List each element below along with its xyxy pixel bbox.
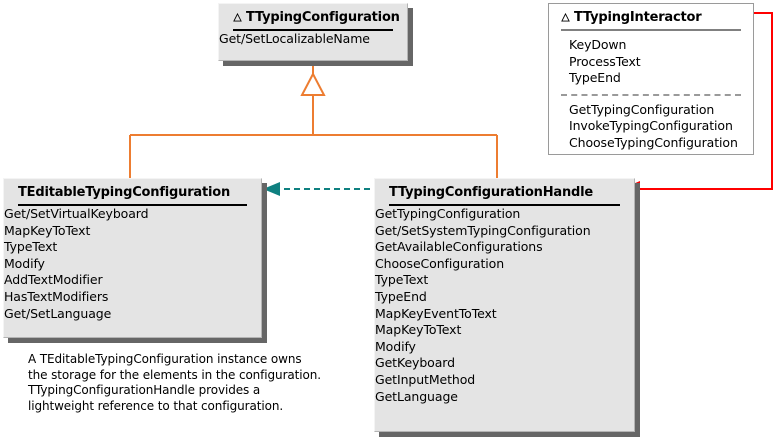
note-line: the storage for the elements in the conf… — [28, 367, 321, 382]
member-item[interactable]: Get/SetVirtualKeyboard — [4, 206, 149, 221]
member-item[interactable]: GetTypingConfiguration — [569, 101, 715, 117]
member-item[interactable]: MapKeyToText — [375, 322, 462, 338]
class-name-label: TTypingInteractor — [574, 10, 702, 25]
member-group-config: GetTypingConfiguration InvokeTypingConfi… — [549, 102, 753, 152]
member-group-operations: KeyDown ProcessText TypeEnd — [549, 31, 753, 87]
class-box-body: TTypingConfigurationHandle GetTypingConf… — [374, 178, 635, 432]
member-item[interactable]: GetLanguage — [375, 388, 458, 404]
member-item[interactable]: GetTypingConfiguration — [375, 206, 521, 221]
note-line: A TEditableTypingConfiguration instance … — [28, 352, 302, 366]
member-item[interactable]: MapKeyToText — [4, 222, 91, 238]
header-divider — [389, 204, 620, 206]
class-name-header: TTypingConfigurationHandle — [375, 179, 634, 204]
member-item[interactable]: MapKeyEventToText — [375, 305, 497, 321]
delta-triangle-icon — [561, 13, 570, 22]
member-item[interactable]: TypeText — [375, 272, 429, 288]
header-divider — [561, 29, 741, 31]
member-group: Get/SetVirtualKeyboard MapKeyToText Type… — [4, 206, 261, 322]
member-item[interactable]: HasTextModifiers — [4, 288, 109, 304]
note-line: TTypingConfigurationHandle provides a — [28, 383, 261, 397]
class-box-body: TTypingInteractor KeyDown ProcessText Ty… — [548, 3, 754, 155]
member-item[interactable]: GetInputMethod — [375, 371, 476, 387]
member-item[interactable]: ChooseTypingConfiguration — [569, 134, 738, 150]
member-group: Get/SetLocalizableName — [219, 31, 407, 48]
member-item[interactable]: GetAvailableConfigurations — [375, 239, 543, 255]
member-item[interactable]: TypeEnd — [569, 70, 621, 86]
class-box-body: TTypingConfiguration Get/SetLocalizableN… — [218, 3, 408, 61]
member-item[interactable]: AddTextModifier — [4, 272, 103, 288]
member-item[interactable]: Modify — [375, 338, 416, 354]
class-box-ttypingconfiguration[interactable]: TTypingConfiguration Get/SetLocalizableN… — [218, 3, 413, 66]
member-group-divider — [561, 93, 741, 96]
header-divider — [18, 204, 247, 206]
member-item[interactable]: Get/SetLocalizableName — [219, 31, 370, 46]
header-divider — [233, 29, 393, 31]
member-item[interactable]: GetKeyboard — [375, 355, 455, 371]
diagram-note: A TEditableTypingConfiguration instance … — [28, 352, 358, 414]
class-name-header: TEditableTypingConfiguration — [4, 179, 261, 204]
dependency-connector — [263, 182, 370, 196]
note-line: lightweight reference to that configurat… — [28, 398, 284, 413]
member-item[interactable]: Modify — [4, 255, 45, 271]
hollow-triangle-icon — [300, 71, 326, 96]
class-name-header: TTypingInteractor — [549, 4, 753, 29]
class-name-header: TTypingConfiguration — [219, 4, 407, 29]
class-name-label: TTypingConfiguration — [246, 10, 400, 25]
member-item[interactable]: KeyDown — [569, 37, 627, 52]
member-item[interactable]: TypeText — [4, 239, 58, 255]
class-box-ttypinginteractor[interactable]: TTypingInteractor KeyDown ProcessText Ty… — [548, 3, 754, 155]
class-box-body: TEditableTypingConfiguration Get/SetVirt… — [3, 178, 262, 338]
member-group: GetTypingConfiguration Get/SetSystemTypi… — [375, 206, 634, 405]
member-item[interactable]: Get/SetSystemTypingConfiguration — [375, 222, 591, 238]
class-name-label: TTypingConfigurationHandle — [389, 185, 594, 200]
member-item[interactable]: Get/SetLanguage — [4, 305, 112, 321]
class-box-teditabletypingconfiguration[interactable]: TEditableTypingConfiguration Get/SetVirt… — [3, 178, 267, 343]
member-item[interactable]: ProcessText — [569, 53, 641, 69]
member-item[interactable]: TypeEnd — [375, 288, 427, 304]
delta-triangle-icon — [233, 13, 242, 22]
member-item[interactable]: ChooseConfiguration — [375, 255, 505, 271]
class-name-label: TEditableTypingConfiguration — [18, 185, 231, 200]
class-box-ttypingconfigurationhandle[interactable]: TTypingConfigurationHandle GetTypingConf… — [374, 178, 640, 437]
generalization-connector — [129, 62, 498, 180]
member-item[interactable]: InvokeTypingConfiguration — [569, 118, 733, 134]
